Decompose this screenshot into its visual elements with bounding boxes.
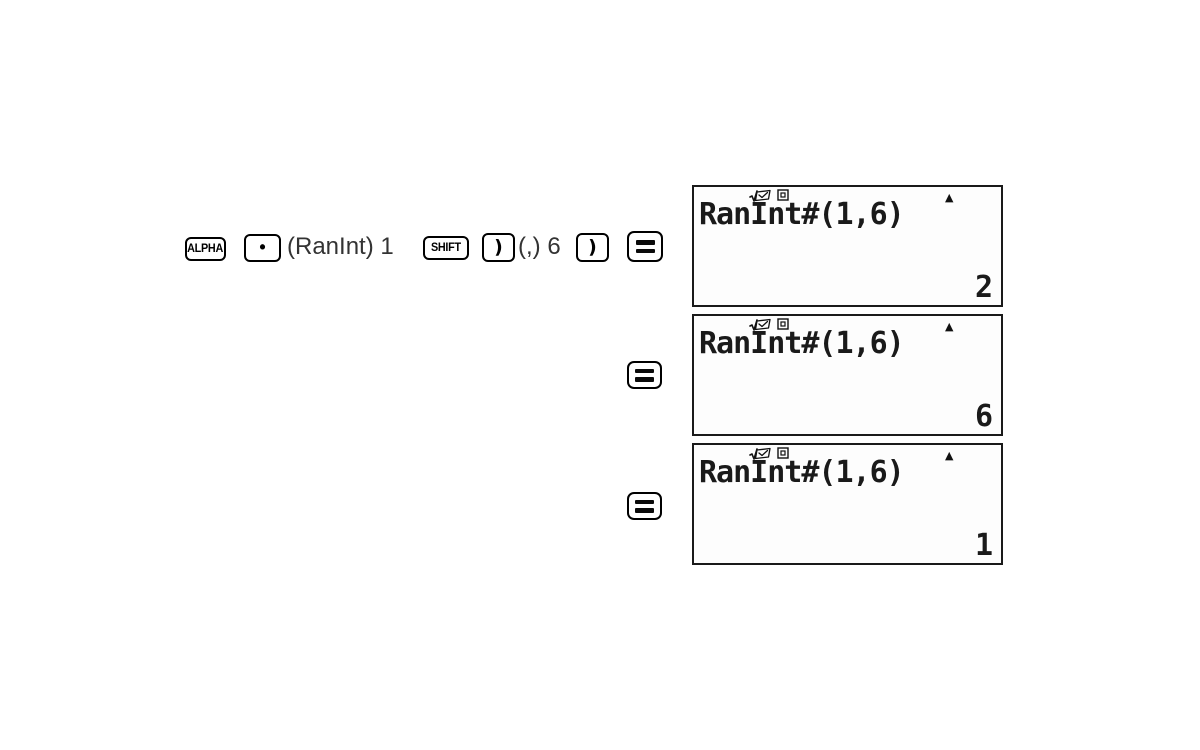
- sqrt-checkbox-icon: [749, 189, 771, 202]
- screen-result: 1: [974, 528, 993, 563]
- equals-key-1[interactable]: [627, 231, 663, 262]
- alpha-key-label: ALPHA: [187, 243, 224, 255]
- scroll-up-indicator: ▲: [945, 191, 954, 204]
- equals-icon: [635, 499, 654, 504]
- close-paren-key-1[interactable]: ): [482, 233, 515, 262]
- screen-expression: RanInt#(1,6): [699, 455, 905, 490]
- dot-icon: •: [259, 237, 266, 257]
- screen-result: 2: [974, 270, 993, 305]
- shift-key-label: SHIFT: [431, 242, 461, 254]
- equals-icon: [635, 368, 654, 373]
- calculator-screen-2: ▲ RanInt#(1,6) 6: [692, 314, 1003, 436]
- alpha-key[interactable]: ALPHA: [185, 237, 226, 261]
- sqrt-checkbox-icon: [749, 447, 771, 460]
- shift-key[interactable]: SHIFT: [423, 236, 469, 260]
- status-indicator-icons: [749, 189, 789, 203]
- screen-expression: RanInt#(1,6): [699, 197, 905, 232]
- close-paren-key-2[interactable]: ): [576, 233, 609, 262]
- decimal-point-key[interactable]: •: [244, 234, 281, 262]
- equals-icon: [635, 508, 654, 513]
- close-paren-glyph-1: ): [494, 235, 503, 258]
- equals-key-3[interactable]: [627, 492, 662, 520]
- boxed-square-icon: [777, 447, 789, 459]
- screen-result: 6: [974, 399, 993, 434]
- calculator-screen-3: ▲ RanInt#(1,6) 1: [692, 443, 1003, 565]
- ranint-annotation: (RanInt) 1: [287, 233, 394, 260]
- equals-icon: [635, 248, 655, 253]
- sqrt-checkbox-icon: [749, 318, 771, 331]
- equals-key-2[interactable]: [627, 361, 662, 389]
- boxed-square-icon: [777, 318, 789, 330]
- boxed-square-icon: [777, 189, 789, 201]
- close-paren-glyph-2: ): [588, 235, 597, 258]
- calculator-screen-1: ▲ RanInt#(1,6) 2: [692, 185, 1003, 307]
- scroll-up-indicator: ▲: [945, 449, 954, 462]
- scroll-up-indicator: ▲: [945, 320, 954, 333]
- equals-icon: [635, 377, 654, 382]
- comma-6-annotation: (,) 6: [518, 233, 561, 260]
- equals-icon: [635, 240, 655, 245]
- status-indicator-icons: [749, 318, 789, 332]
- status-indicator-icons: [749, 447, 789, 461]
- screen-expression: RanInt#(1,6): [699, 326, 905, 361]
